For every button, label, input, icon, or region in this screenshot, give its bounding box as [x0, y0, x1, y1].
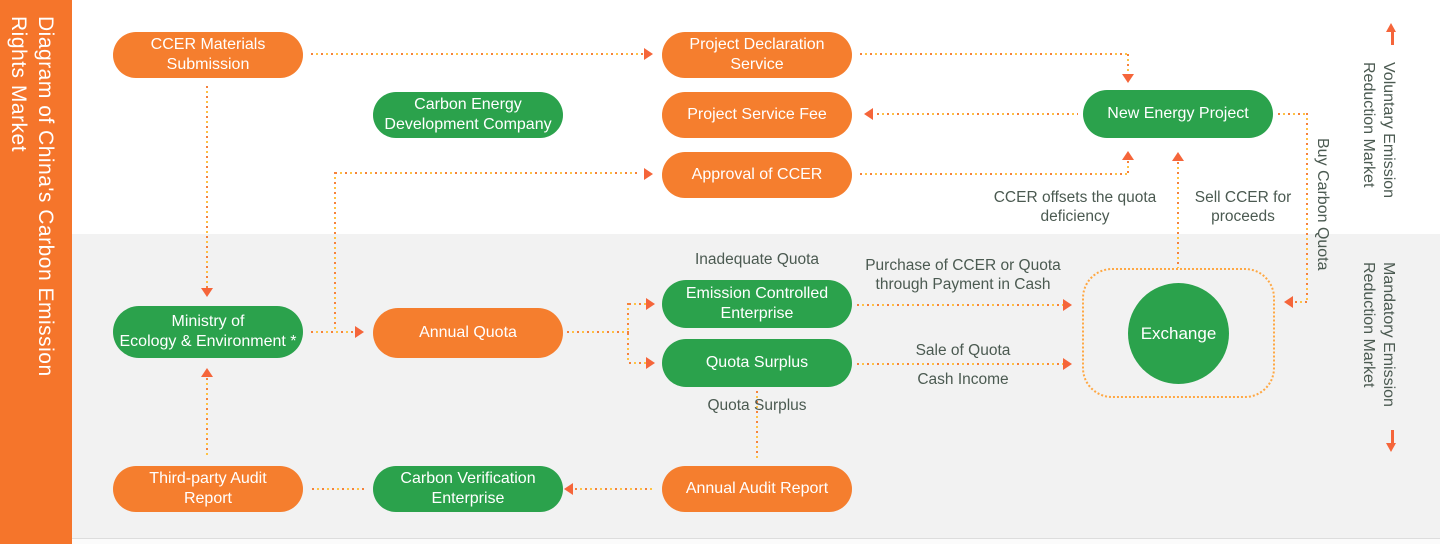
- node-carbon-verification-enterprise: Carbon Verification Enterprise: [373, 466, 563, 512]
- bottom-strip: [72, 538, 1440, 544]
- label-inadequate-quota: Inadequate Quota: [694, 251, 820, 268]
- node-new-energy-project: New Energy Project: [1083, 90, 1273, 138]
- arrow-left-icon: [1284, 296, 1293, 308]
- arrow-down-icon: [1122, 74, 1134, 83]
- connector-newenergy-to-right-corner: [1278, 113, 1308, 115]
- mandatory-arrow-stem: [1391, 430, 1394, 443]
- connector-declaration-to-corner: [860, 53, 1129, 55]
- connector-newenergy-to-servicefee: [877, 113, 1078, 115]
- arrow-right-icon: [1063, 358, 1072, 370]
- arrow-right-icon: [644, 48, 653, 60]
- connector-materials-to-ministry: [206, 86, 208, 288]
- arrow-up-icon: [1172, 152, 1184, 161]
- exchange-dotted-frame: [1082, 268, 1275, 398]
- connector-buyquota-into-exchange: [1295, 301, 1308, 303]
- arrow-up-icon: [201, 368, 213, 377]
- label-mandatory-market: Mandatory Emission Reduction Market: [1360, 262, 1397, 407]
- connector-verification-to-thirdparty: [312, 488, 364, 490]
- connector-junction-to-approval: [335, 172, 637, 174]
- label-buy-carbon-quota: Buy Carbon Quota: [1314, 138, 1331, 271]
- node-third-party-audit-report: Third-party Audit Report: [113, 466, 303, 512]
- sidebar: Diagram of China's Carbon Emission Right…: [0, 0, 72, 544]
- connector-approval-up-to-newenergy: [1127, 161, 1129, 174]
- arrow-left-icon: [864, 108, 873, 120]
- node-project-declaration-service: Project Declaration Service: [662, 32, 852, 78]
- label-ccer-offsets-deficiency: CCER offsets the quota deficiency: [993, 189, 1157, 225]
- connector-purchase-to-exchange: [857, 304, 1063, 306]
- connector-buy-carbon-quota-line: [1306, 113, 1308, 302]
- page-title: Diagram of China's Carbon Emission Right…: [7, 16, 57, 377]
- connector-split-vertical: [627, 303, 629, 363]
- arrow-right-icon: [646, 357, 655, 369]
- connector-quota-to-split: [567, 331, 629, 333]
- connector-exchange-up-to-newenergy: [1177, 162, 1179, 268]
- label-quota-surplus-flow: Quota Surplus: [707, 397, 807, 414]
- connector-ministry-to-quota: [311, 331, 355, 333]
- node-annual-quota: Annual Quota: [373, 308, 563, 358]
- connector-thirdparty-to-ministry: [206, 378, 208, 458]
- label-cash-income: Cash Income: [917, 371, 1009, 388]
- connector-corner-to-newenergy: [1127, 54, 1129, 74]
- node-annual-audit-report: Annual Audit Report: [662, 466, 852, 512]
- node-carbon-energy-development-company: Carbon Energy Development Company: [373, 92, 563, 138]
- arrow-up-icon: [1386, 23, 1396, 32]
- arrow-right-icon: [355, 326, 364, 338]
- arrow-right-icon: [646, 298, 655, 310]
- label-sell-ccer-proceeds: Sell CCER for proceeds: [1194, 189, 1292, 225]
- connector-materials-to-declaration: [311, 53, 645, 55]
- label-voluntary-market: Voluntary Emission Reduction Market: [1360, 62, 1397, 199]
- arrow-right-icon: [1063, 299, 1072, 311]
- node-quota-surplus: Quota Surplus: [662, 339, 852, 387]
- node-exchange: Exchange: [1128, 283, 1229, 384]
- arrow-up-icon: [1122, 151, 1134, 160]
- connector-audit-to-verification: [575, 488, 655, 490]
- arrow-down-icon: [201, 288, 213, 297]
- arrow-down-icon: [1386, 443, 1396, 452]
- connector-sale-to-exchange: [857, 363, 1063, 365]
- node-ccer-materials-submission: CCER Materials Submission: [113, 32, 303, 78]
- arrow-left-icon: [564, 483, 573, 495]
- node-project-service-fee: Project Service Fee: [662, 92, 852, 138]
- voluntary-arrow-stem: [1391, 32, 1394, 45]
- connector-surplus-to-audit: [756, 391, 758, 458]
- label-sale-of-quota: Sale of Quota: [915, 342, 1011, 359]
- connector-approval-to-corner: [860, 173, 1129, 175]
- node-ministry-ecology-environment: Ministry of Ecology & Environment *: [113, 306, 303, 358]
- connector-junction-vertical: [334, 172, 336, 332]
- arrow-right-icon: [644, 168, 653, 180]
- connector-split-to-emission: [629, 303, 646, 305]
- node-approval-of-ccer: Approval of CCER: [662, 152, 852, 198]
- connector-split-to-surplus: [629, 362, 646, 364]
- label-purchase-of-ccer: Purchase of CCER or Quota through Paymen…: [865, 257, 1061, 293]
- node-emission-controlled-enterprise: Emission Controlled Enterprise: [662, 280, 852, 328]
